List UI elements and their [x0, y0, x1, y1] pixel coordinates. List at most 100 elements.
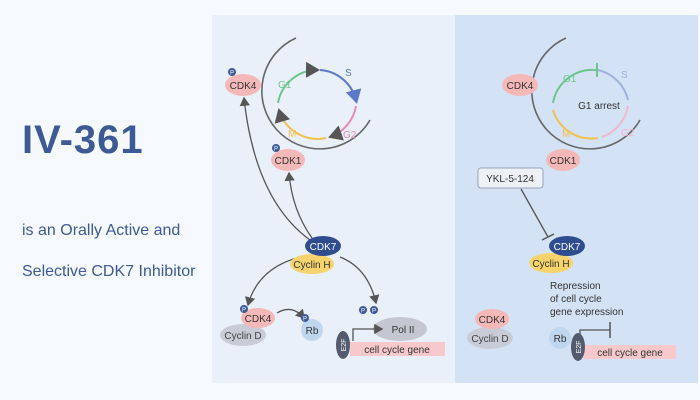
cdk1-label: CDK1: [550, 156, 577, 167]
phospho-icon: [301, 314, 309, 322]
phospho-icon: [240, 305, 248, 313]
arrow-cdk7-to-cdk4: [239, 96, 311, 241]
g2-label: G2: [621, 128, 635, 139]
cdk4-cyclin-d-right: Cyclin D CDK4: [467, 309, 513, 349]
phospho-label: P: [361, 309, 365, 315]
inhibitor-box: YKL-5-124: [477, 167, 544, 189]
cdk1-label: CDK1: [275, 156, 302, 167]
repression-line-3: gene expression: [550, 307, 623, 318]
g2-label: G2: [343, 130, 357, 141]
phospho-label: P: [230, 71, 234, 77]
cdk4-top-label: CDK4: [230, 81, 257, 92]
phospho-icon: [272, 144, 280, 152]
e2f-shape: [336, 331, 350, 359]
pol2-label: Pol II: [392, 325, 415, 336]
arrow-cdk7-to-pol2: [339, 256, 380, 305]
e2f-shape: [571, 333, 585, 361]
left-cell-cycle: G1 S G2 M: [261, 37, 371, 150]
cdk4-cyclin-d-left: Cyclin D CDK4 P: [220, 305, 275, 346]
inhibition-line: [520, 188, 549, 238]
repression-line-1: Repression: [550, 281, 601, 292]
cyclin-d-shape: [467, 327, 513, 349]
cdk7-label: CDK7: [310, 242, 337, 253]
inhibitor-box-shape: [477, 167, 544, 189]
cdk4-bottom-label: CDK4: [479, 315, 506, 326]
arrow-cdk7-to-cdk1: [284, 171, 313, 239]
gene-bar: [350, 342, 445, 356]
phospho-icon: [228, 68, 236, 76]
cdk4-bottom-label: CDK4: [245, 314, 272, 325]
s-arc: [319, 69, 362, 104]
e2f-label: E2F: [576, 341, 583, 354]
cdk7-complex-left: Cyclin H CDK7: [290, 236, 341, 274]
s-label: S: [621, 70, 628, 81]
s-arc: [597, 69, 629, 101]
cdk7-shape: [549, 236, 585, 256]
s-label: S: [345, 68, 352, 79]
g2-arc: [328, 105, 357, 141]
cyclin-d-shape: [220, 324, 266, 346]
repression-text: Repression of cell cycle gene expression: [550, 281, 623, 318]
pol2-shape: [373, 317, 427, 341]
rb-left: Rb P: [301, 314, 323, 341]
cdk7-complex-right: Cyclin H CDK7: [529, 236, 585, 273]
g1-arc: [277, 61, 320, 104]
m-label: M: [562, 129, 570, 140]
cyclin-h-label: Cyclin H: [293, 260, 330, 271]
e2f-label: E2F: [341, 339, 348, 352]
phospho-icon: [359, 306, 367, 314]
cdk1-left: CDK1 P: [271, 144, 305, 171]
cyclin-h-shape: [529, 253, 573, 273]
gene-bar: [584, 345, 676, 359]
subtitle-line-1: is an Orally Active and: [22, 222, 181, 239]
rb-label: Rb: [306, 326, 319, 337]
rb-shape: [301, 319, 323, 341]
cdk1-shape: [271, 149, 305, 171]
g1-label: G1: [563, 74, 577, 85]
phospho-label: P: [372, 309, 376, 315]
g1-label: G1: [278, 80, 292, 91]
page-title: IV-361: [22, 118, 144, 162]
cyclin-h-shape: [290, 254, 334, 274]
cyclin-d-label: Cyclin D: [471, 334, 508, 345]
arrow-cdk4-to-rb: [276, 308, 305, 319]
phospho-label: P: [303, 317, 307, 323]
phospho-label: P: [274, 147, 278, 153]
cdk7-label: CDK7: [554, 242, 581, 253]
gene-label: cell cycle gene: [597, 348, 663, 359]
m-arc: [274, 108, 327, 140]
cdk1-right: CDK1: [546, 149, 580, 171]
arrow-cdk7-to-cdk4-bottom: [245, 256, 301, 307]
m-arc: [552, 109, 599, 140]
cdk4-top-shape: [225, 74, 261, 96]
gene-label: cell cycle gene: [364, 345, 430, 356]
rb-label: Rb: [554, 334, 567, 345]
cdk4-top-shape: [502, 74, 538, 96]
m-label: M: [288, 129, 296, 140]
outer-arc: [261, 37, 371, 150]
pol2-gene-left: Pol II P P cell cycle gene E2F: [336, 306, 445, 359]
transcription-arrow: [352, 323, 384, 341]
phospho-icon: [370, 306, 378, 314]
subtitle-line-2: Selective CDK7 Inhibitor: [22, 263, 196, 280]
inhibition-bar: [541, 233, 555, 241]
g1-arrest-label: G1 arrest: [578, 101, 620, 112]
cyclin-h-label: Cyclin H: [532, 259, 569, 270]
outer-arc: [531, 37, 641, 150]
inhibitor-label: YKL-5-124: [486, 174, 534, 185]
cdk1-shape: [546, 149, 580, 171]
cdk4-bottom-shape: [241, 308, 275, 328]
right-cell-cycle: G1 S G2 M G1 arrest: [531, 37, 641, 150]
rb-shape: [549, 327, 571, 349]
g1-arc: [552, 68, 597, 104]
cdk4-top-right: CDK4: [502, 74, 538, 96]
repression-line-2: of cell cycle: [550, 294, 602, 305]
g2-arc: [601, 105, 629, 138]
gene-repression-right: Rb cell cycle gene E2F: [549, 322, 676, 361]
cdk4-top: CDK4 P: [225, 68, 261, 96]
cdk4-top-label: CDK4: [507, 81, 534, 92]
cdk7-shape: [305, 236, 341, 256]
phospho-label: P: [242, 308, 246, 314]
cdk4-bottom-shape: [475, 309, 509, 329]
